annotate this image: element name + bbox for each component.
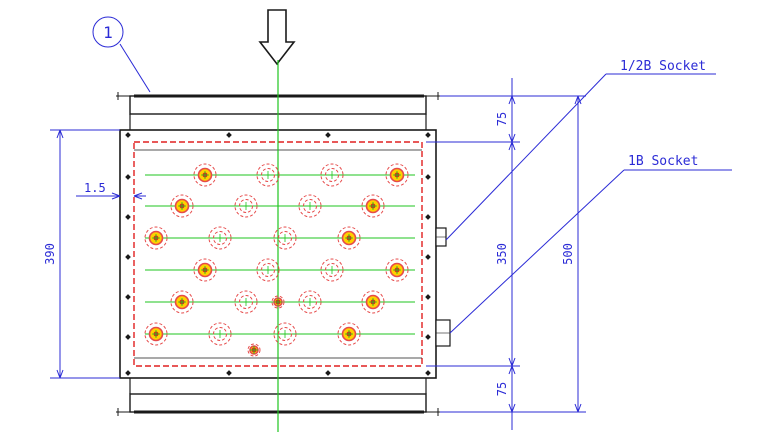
balloon-number: 1	[103, 23, 113, 42]
half-inch-socket	[435, 227, 447, 247]
dim-middle: 350	[495, 243, 509, 265]
tube-hole	[247, 343, 261, 357]
tube-hole	[337, 226, 361, 250]
tube-hole	[337, 322, 361, 346]
left-dimension	[50, 129, 120, 379]
tube-hole	[234, 290, 258, 314]
tube-hole	[208, 226, 232, 250]
tube-hole	[273, 322, 297, 346]
tube-hole	[234, 194, 258, 218]
dim-top-gap: 75	[495, 112, 509, 126]
wall-dimension	[76, 192, 146, 200]
tube-hole	[385, 258, 409, 282]
tube-row-lines	[145, 174, 415, 335]
label-one-inch-socket: 1B Socket	[628, 154, 698, 169]
tube-hole	[273, 226, 297, 250]
dim-bottom-gap: 75	[495, 382, 509, 396]
dim-left-height: 390	[43, 243, 57, 265]
tube-hole	[271, 295, 285, 309]
right-dimensions	[426, 78, 586, 430]
tube-hole	[170, 290, 194, 314]
tube-hole	[361, 290, 385, 314]
tube-holes	[144, 163, 409, 357]
socket-leaders	[445, 73, 732, 334]
tube-hole	[385, 163, 409, 187]
bolt-markers	[125, 132, 431, 376]
tube-hole	[193, 163, 217, 187]
tube-hole	[320, 258, 344, 282]
one-inch-socket	[435, 319, 451, 347]
tube-hole	[298, 194, 322, 218]
right-dimension-labels: 75 350 75 500	[495, 112, 575, 396]
tube-hole	[170, 194, 194, 218]
tube-hole	[256, 163, 280, 187]
tube-hole	[320, 163, 344, 187]
down-arrow-icon	[258, 9, 296, 66]
tube-hole	[361, 194, 385, 218]
tube-hole	[208, 322, 232, 346]
tube-hole	[193, 258, 217, 282]
item-balloon: 1	[92, 16, 151, 93]
tube-hole	[256, 258, 280, 282]
tube-hole	[144, 322, 168, 346]
tube-hole	[144, 226, 168, 250]
dim-overall: 500	[561, 243, 575, 265]
dim-wall: 1.5	[84, 181, 106, 195]
tube-hole	[298, 290, 322, 314]
label-half-inch-socket: 1/2B Socket	[620, 59, 706, 74]
